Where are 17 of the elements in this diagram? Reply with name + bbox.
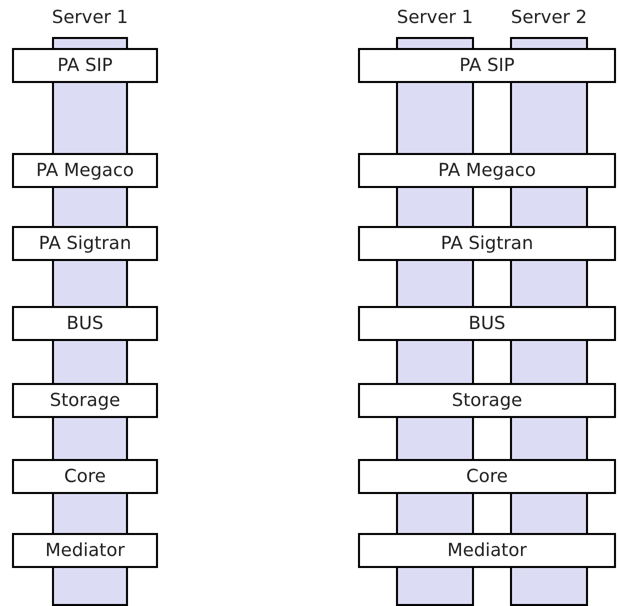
layer-box: Core [358, 459, 616, 494]
column-title: Server 1 [396, 7, 474, 28]
layer-box: BUS [358, 306, 616, 341]
layer-box: PA SIP [358, 48, 616, 83]
column-title: Server 2 [510, 7, 588, 28]
layer-box: BUS [12, 306, 158, 341]
layer-box: PA SIP [12, 48, 158, 83]
layer-box: Mediator [358, 533, 616, 568]
layer-box: Core [12, 459, 158, 494]
layer-box: PA Sigtran [358, 226, 616, 261]
layer-box: Storage [12, 383, 158, 418]
layer-box: Storage [358, 383, 616, 418]
layer-box: PA Sigtran [12, 226, 158, 261]
layer-box: PA Megaco [12, 153, 158, 188]
layer-box: PA Megaco [358, 153, 616, 188]
layer-box: Mediator [12, 533, 158, 568]
column-title: Server 1 [52, 7, 128, 28]
